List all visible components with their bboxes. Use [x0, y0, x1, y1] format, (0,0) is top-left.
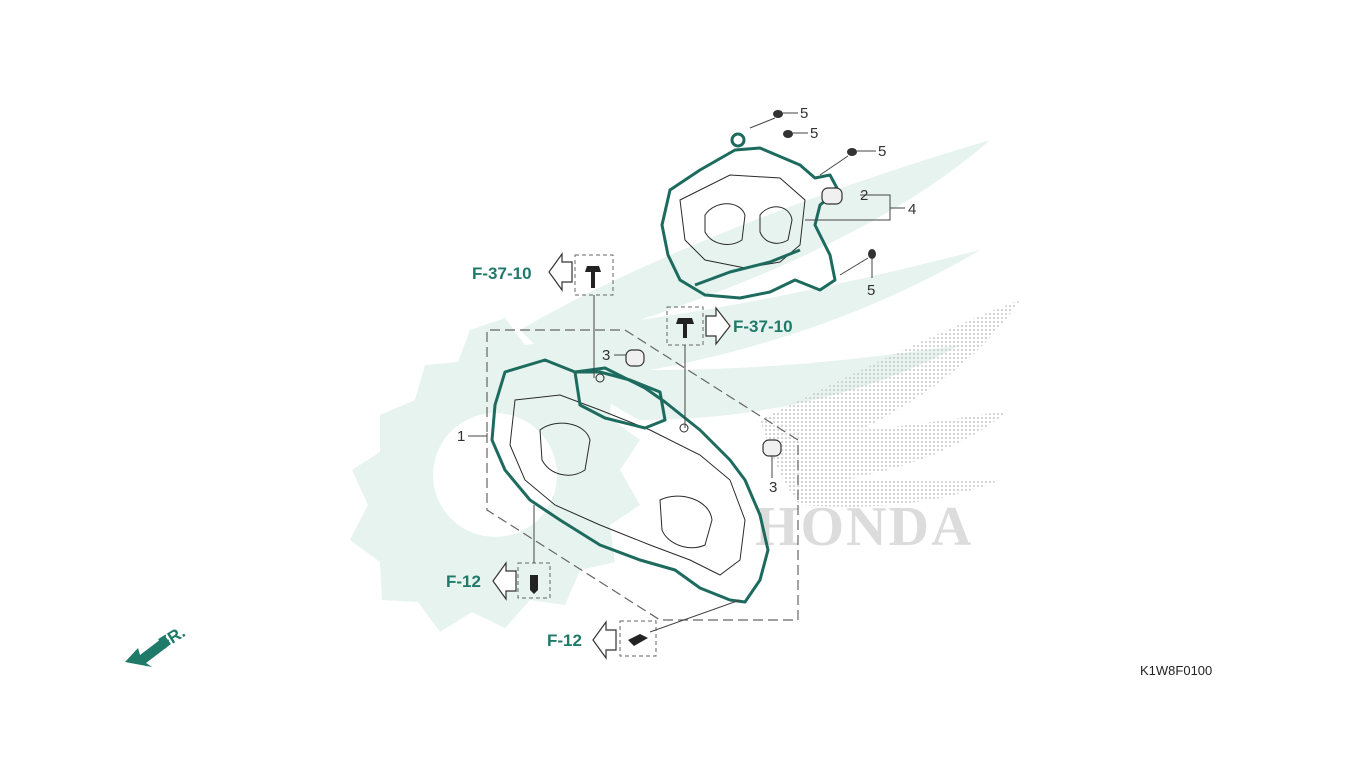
brand-watermark: HONDA: [755, 496, 973, 558]
wing-dots-icon: [760, 300, 1020, 507]
ref-label: F-37-10: [472, 264, 532, 283]
ref-upper-f12[interactable]: F-12: [446, 561, 517, 601]
part-number-3: 3: [602, 347, 610, 364]
ref-right-f37[interactable]: F-37-10: [705, 306, 793, 346]
ref-lower-f12[interactable]: F-12: [547, 620, 617, 660]
grommet-icon: [821, 187, 843, 205]
screw-icon: [749, 110, 798, 129]
reference-arrow-icon: [492, 561, 517, 601]
ref-label: F-12: [547, 631, 582, 650]
screw-icon: [530, 575, 538, 594]
grommet-icon: [614, 349, 645, 367]
reference-arrow-icon: [592, 620, 617, 660]
part-number-5: 5: [878, 143, 886, 160]
screw-icon: [819, 148, 876, 176]
front-arrow-icon: [125, 636, 171, 667]
headlight-cover-part: [660, 132, 840, 300]
screw-icon: [839, 249, 876, 278]
part-number-3: 3: [769, 479, 777, 496]
ref-label: F-37-10: [733, 317, 793, 336]
screw-icon: [783, 130, 808, 138]
front-indicator: FR.: [125, 622, 189, 667]
fastener-leaders: [533, 295, 741, 633]
part-number-2: 2: [860, 187, 868, 204]
part-labels: 5 5 5 2 4 5 3 1 3: [457, 105, 916, 496]
grommet-icon: [762, 439, 782, 478]
part-number-5: 5: [867, 282, 875, 299]
diagram-code: K1W8F0100: [1140, 663, 1212, 678]
reference-arrow-icon: [705, 306, 731, 346]
part-number-5: 5: [800, 105, 808, 122]
screw-icon: [628, 634, 648, 646]
assembly-outlines: [486, 194, 905, 621]
ref-label: F-12: [446, 572, 481, 591]
part-number-4: 4: [908, 201, 916, 218]
bolt-icon: [585, 266, 601, 288]
bolt-icon: [676, 318, 694, 338]
ref-left-f37[interactable]: F-37-10: [472, 252, 573, 292]
headlight-unit-part: [490, 358, 770, 604]
part-number-5: 5: [810, 125, 818, 142]
reference-arrow-icon: [548, 252, 573, 292]
part-number-1: 1: [457, 428, 465, 445]
